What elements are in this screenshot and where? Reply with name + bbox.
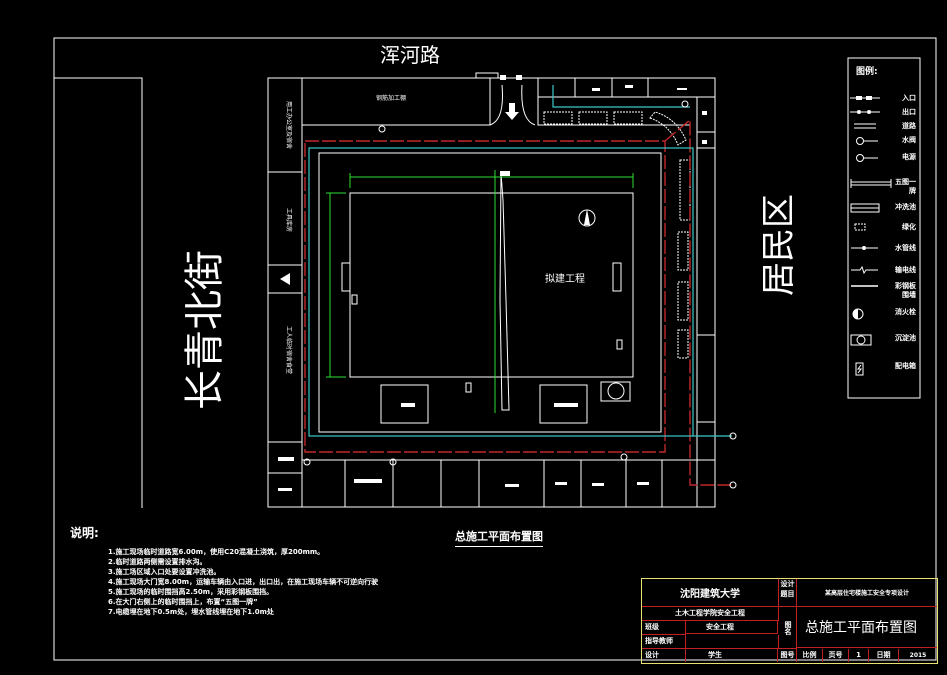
legend-item-label: 配电箱 [895, 362, 916, 370]
legend-item-label: 入口 [902, 94, 916, 102]
north-road-label: 浑河路 [380, 43, 440, 67]
note-item: 6.在大门右侧上的临时围挡上，布置“五图一牌” [108, 598, 258, 606]
construction-area [318, 152, 662, 433]
legend: 图例: 入口出口道路水阀电源五图一牌冲洗池绿化水管线输电线彩钢板围墙消火栓沉淀池… [848, 58, 920, 398]
building-label: 拟建工程 [545, 272, 585, 285]
north-area: 钢筋加工棚 [302, 72, 715, 146]
legend-item-label: 电源 [902, 153, 916, 161]
advisor-value [686, 635, 779, 649]
west-building-1: 用工办公室及宿舍 [285, 101, 293, 149]
legend-item-label: 水阀 [902, 136, 916, 144]
note-item: 2.临时道路两侧需设置排水沟。 [108, 558, 207, 566]
plan-title: 总施工平面布置图 [455, 528, 543, 547]
water-line [308, 147, 694, 437]
design-label: 设计题目 [779, 579, 797, 607]
tower-crane [499, 172, 510, 411]
class-value: 安全工程 [686, 621, 778, 634]
designer-label: 设计 [642, 649, 686, 662]
drawing-label: 图名 [779, 607, 797, 649]
west-building-3: 工人临时宿舍食堂 [285, 326, 293, 374]
design-title: 某高层住宅楼施工安全专项设计 [797, 579, 937, 607]
drawing-frame [53, 37, 937, 661]
east-area-label: 居民区 [759, 194, 799, 296]
west-buildings: 用工办公室及宿舍 工具库房 工人临时宿舍食堂 [268, 78, 303, 507]
legend-box [847, 57, 921, 399]
west-road-label: 长青北街 [182, 250, 228, 410]
west-building-2: 工具库房 [285, 208, 293, 232]
legend-item-label: 沉淀池 [895, 334, 916, 342]
note-item: 4.施工现场大门宽8.00m，运输车辆由入口进，出口出，在施工现场车辆不可逆向行… [108, 578, 379, 586]
sedimentation-tank [607, 382, 625, 400]
legend-item-label: 五图一牌 [895, 178, 916, 195]
designer-value: 学生 [686, 649, 778, 662]
note-item: 1.施工现场临时道路宽6.00m，使用C20混凝土浇筑，厚200mm。 [108, 548, 325, 556]
note-item: 7.电缆埋在地下0.5m处，埋水管线埋在地下1.0m处 [108, 608, 274, 616]
proposed-building [349, 192, 634, 378]
legend-item-label: 道路 [902, 122, 916, 130]
west-street-edge [54, 77, 143, 508]
school-cell: 沈阳建筑大学 [642, 579, 779, 607]
east-strip [677, 97, 715, 507]
scale-label: 比例 [797, 649, 823, 662]
legend-item-label: 输电线 [895, 266, 916, 274]
legend-title: 图例: [856, 67, 878, 77]
notes-heading: 说明: [70, 526, 99, 540]
advisor-label: 指导教师 [642, 635, 686, 649]
note-item: 3.施工场区域入口处要设置冲洗池。 [108, 568, 221, 576]
water-line-north [552, 85, 690, 108]
dimension-lines [326, 170, 634, 413]
date-value: 2015 [909, 652, 927, 659]
legend-item-label: 彩钢板围墙 [895, 282, 916, 299]
south-buildings [302, 459, 697, 508]
site-boundary [267, 77, 716, 508]
scale-value: 1 [849, 649, 869, 662]
drawing-name: 总施工平面布置图 [797, 607, 937, 648]
page-label: 页号 [823, 649, 849, 662]
sheet-label: 图号 [779, 649, 797, 662]
date-label: 日期 [869, 649, 899, 662]
legend-item-label: 消火栓 [895, 308, 916, 316]
note-item: 5.施工现场的临时围挡高2.50m，采用彩钢板围挡。 [108, 588, 274, 596]
dept-cell: 土木工程学院安全工程 [642, 607, 779, 621]
north-area-label: 钢筋加工棚 [376, 94, 406, 102]
title-block: 沈阳建筑大学 土木工程学院安全工程 班级 安全工程 指导教师 设计 学生 设计题… [641, 578, 938, 664]
legend-item-label: 冲洗池 [895, 203, 916, 211]
legend-item-label: 出口 [902, 108, 916, 116]
power-line [304, 140, 666, 453]
notes: 说明: 1.施工现场临时道路宽6.00m，使用C20混凝土浇筑，厚200mm。 2… [70, 524, 378, 617]
entrance-arrow-icon [505, 103, 519, 120]
legend-item-label: 绿化 [902, 223, 916, 231]
legend-item-label: 水管线 [895, 244, 916, 252]
power-line-east [664, 118, 732, 486]
class-label: 班级 [642, 621, 686, 635]
